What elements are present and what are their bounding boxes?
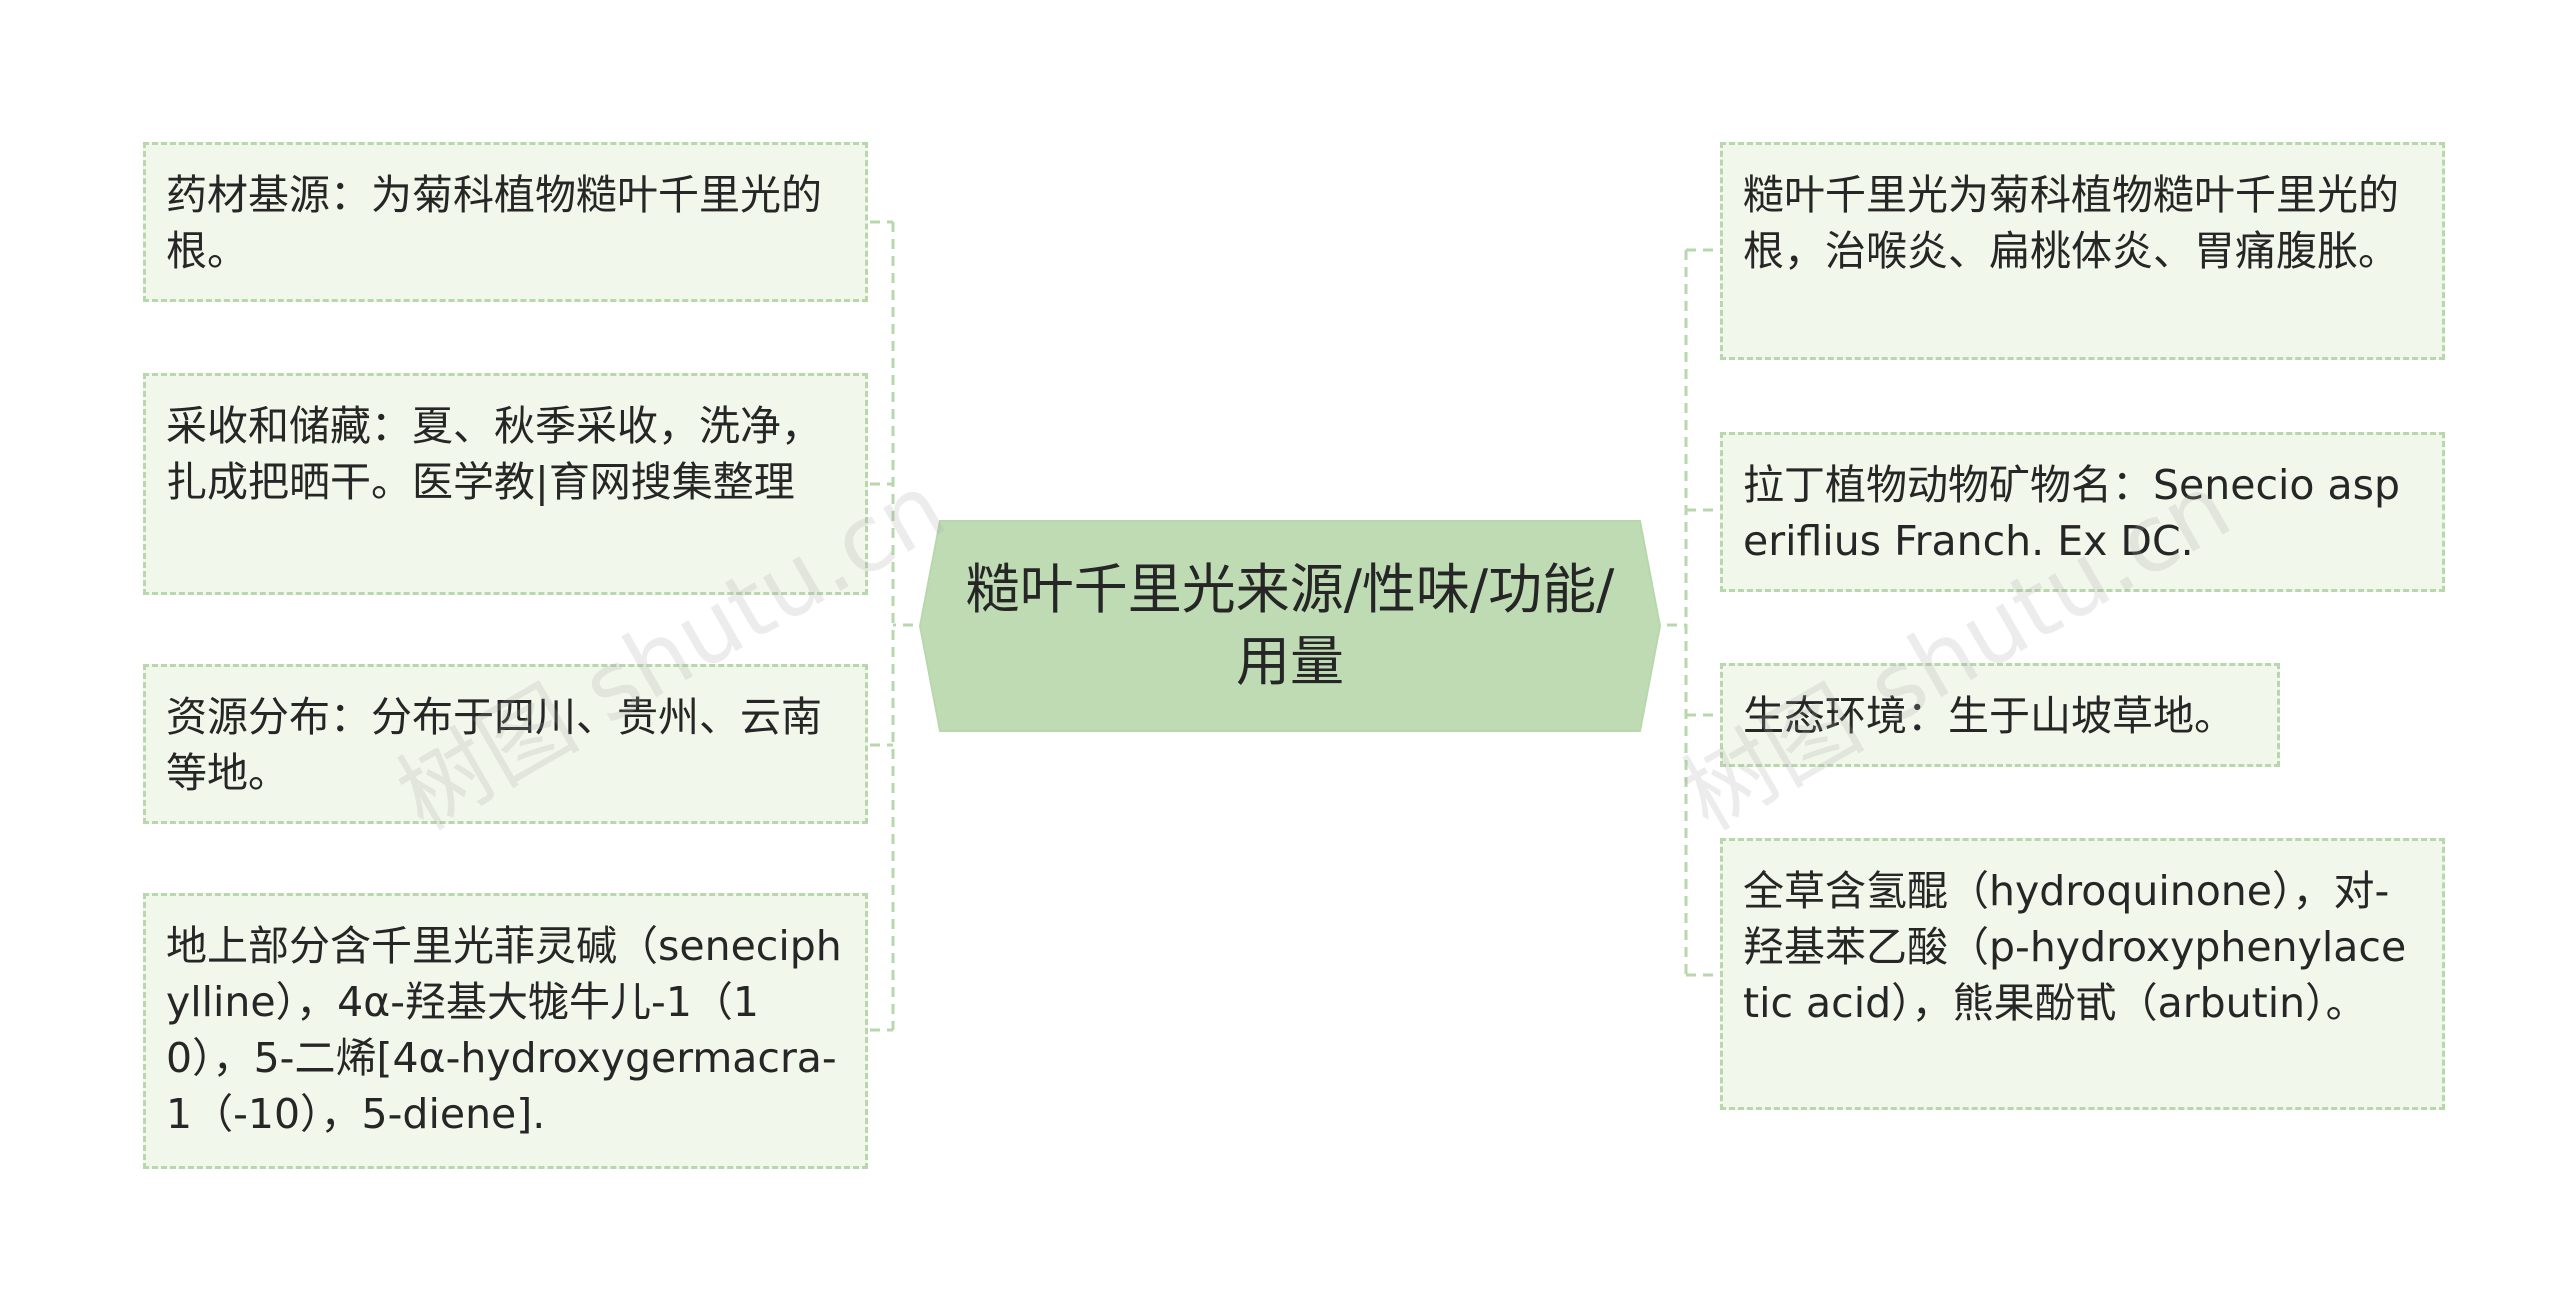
right-node-whole-herb-constituents[interactable]: 全草含氢醌（hydroquinone），对-羟基苯乙酸（p-hydroxyphe…: [1720, 838, 2445, 1110]
right-node-latin-name[interactable]: 拉丁植物动物矿物名：Senecio asperiflius Franch. Ex…: [1720, 432, 2445, 592]
left-node-aerial-constituents[interactable]: 地上部分含千里光菲灵碱（seneciphylline），4α-羟基大牻牛儿-1（…: [143, 893, 868, 1169]
right-node-usage[interactable]: 糙叶千里光为菊科植物糙叶千里光的根，治喉炎、扁桃体炎、胃痛腹胀。: [1720, 142, 2445, 360]
center-node-shape: [918, 520, 1662, 732]
left-node-distribution[interactable]: 资源分布：分布于四川、贵州、云南等地。: [143, 664, 868, 824]
right-node-habitat[interactable]: 生态环境：生于山坡草地。: [1720, 663, 2280, 767]
left-node-herb-source[interactable]: 药材基源：为菊科植物糙叶千里光的根。: [143, 142, 868, 302]
center-node-title[interactable]: 糙叶千里光来源/性味/功能/用量: [965, 558, 1615, 693]
left-node-harvest-storage[interactable]: 采收和储藏：夏、秋季采收，洗净，扎成把晒干。医学教|育网搜集整理: [143, 373, 868, 595]
